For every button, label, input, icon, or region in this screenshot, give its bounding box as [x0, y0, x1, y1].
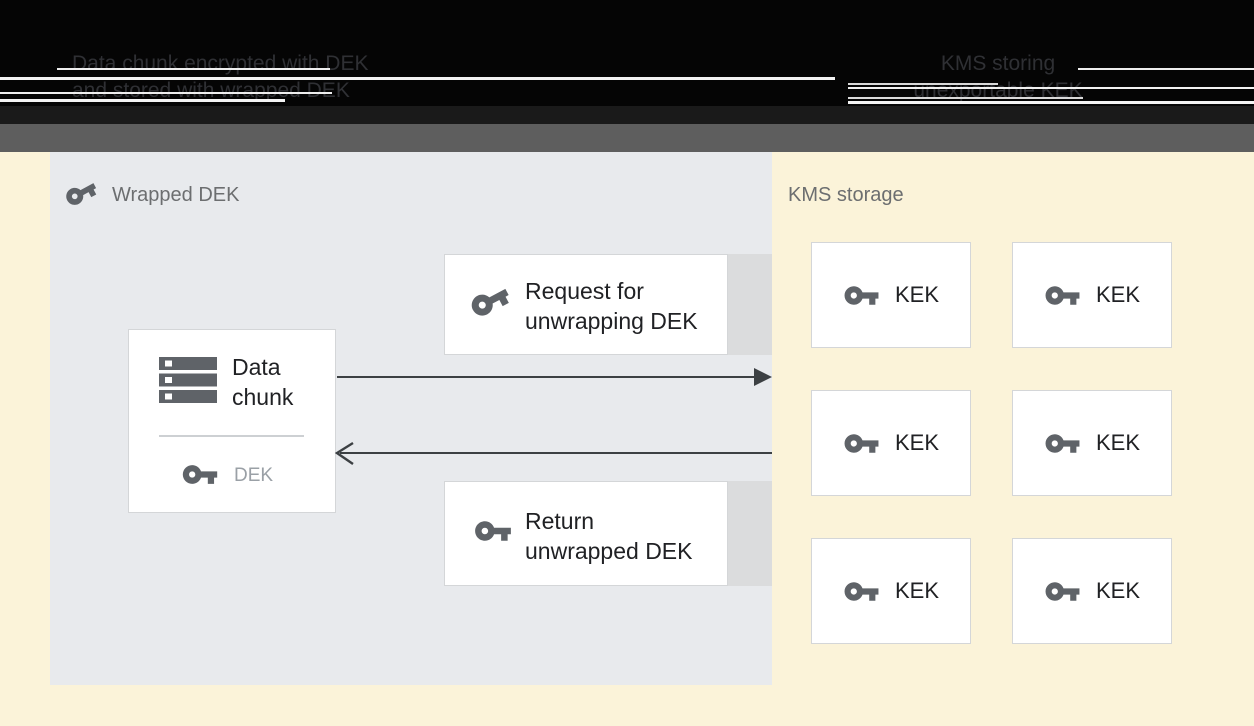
- return-box-label: Return unwrapped DEK: [525, 506, 693, 566]
- return-arrow-head: [334, 441, 355, 466]
- kek-box: KEK: [811, 538, 971, 644]
- kek-box: KEK: [1012, 242, 1172, 348]
- caption-kms-storing: KMS storing unexportable KEK: [858, 50, 1138, 104]
- request-arrow-head: [754, 368, 772, 386]
- key-icon: [58, 170, 104, 216]
- caption-line: Data chunk encrypted with DEK: [72, 52, 369, 75]
- kek-box: KEK: [811, 242, 971, 348]
- return-arrow-line: [340, 452, 772, 454]
- key-icon: [1044, 431, 1081, 456]
- return-label-line: unwrapped DEK: [525, 538, 693, 564]
- request-box-label: Request for unwrapping DEK: [525, 276, 698, 336]
- glitch-line: [848, 83, 998, 85]
- kek-box: KEK: [1012, 390, 1172, 496]
- kek-label: KEK: [894, 282, 940, 307]
- kek-label: KEK: [894, 578, 940, 603]
- kek-box: KEK: [811, 390, 971, 496]
- header-gray-bar: [0, 124, 1254, 152]
- key-icon: [843, 579, 880, 604]
- return-box-shadow: [727, 481, 772, 586]
- caption-line: unexportable KEK: [913, 79, 1083, 102]
- glitch-line: [1078, 68, 1254, 70]
- key-icon: [473, 518, 513, 544]
- kms-storage-title: KMS storage: [788, 184, 904, 206]
- storage-icon: [159, 357, 217, 403]
- key-icon: [1044, 579, 1081, 604]
- key-icon: [843, 431, 880, 456]
- kek-label: KEK: [1095, 282, 1141, 307]
- glitch-line: [848, 87, 1254, 89]
- caption-line: KMS storing: [940, 52, 1056, 75]
- key-icon: [181, 462, 219, 487]
- request-arrow-line: [337, 376, 756, 378]
- request-label-line: unwrapping DEK: [525, 308, 698, 334]
- caption-line: and stored with wrapped DEK: [72, 79, 350, 102]
- dek-label: DEK: [234, 465, 274, 486]
- request-box-shadow: [727, 254, 772, 355]
- glitch-line: [0, 92, 332, 94]
- request-box: Request for unwrapping DEK: [444, 254, 728, 355]
- return-box: Return unwrapped DEK: [444, 481, 728, 586]
- glitch-line: [57, 68, 330, 70]
- kek-label: KEK: [1095, 578, 1141, 603]
- key-icon: [843, 283, 880, 308]
- key-icon: [1044, 283, 1081, 308]
- kek-label: KEK: [1095, 430, 1141, 455]
- kek-label: KEK: [894, 430, 940, 455]
- wrapped-dek-title: Wrapped DEK: [112, 184, 240, 206]
- glitch-line: [848, 97, 1083, 99]
- data-chunk-label: Data chunk: [232, 352, 293, 412]
- key-icon: [463, 275, 517, 327]
- kek-box: KEK: [1012, 538, 1172, 644]
- data-chunk-box: Data chunk DEK: [128, 329, 336, 513]
- data-chunk-label-line: Data: [232, 354, 281, 380]
- divider: [159, 435, 304, 437]
- glitch-line: [848, 101, 1254, 104]
- header-dark-strip: [0, 106, 1254, 124]
- glitch-line: [0, 77, 835, 80]
- request-label-line: Request for: [525, 278, 644, 304]
- return-label-line: Return: [525, 508, 595, 534]
- data-chunk-label-line: chunk: [232, 384, 294, 410]
- glitch-line: [0, 99, 285, 102]
